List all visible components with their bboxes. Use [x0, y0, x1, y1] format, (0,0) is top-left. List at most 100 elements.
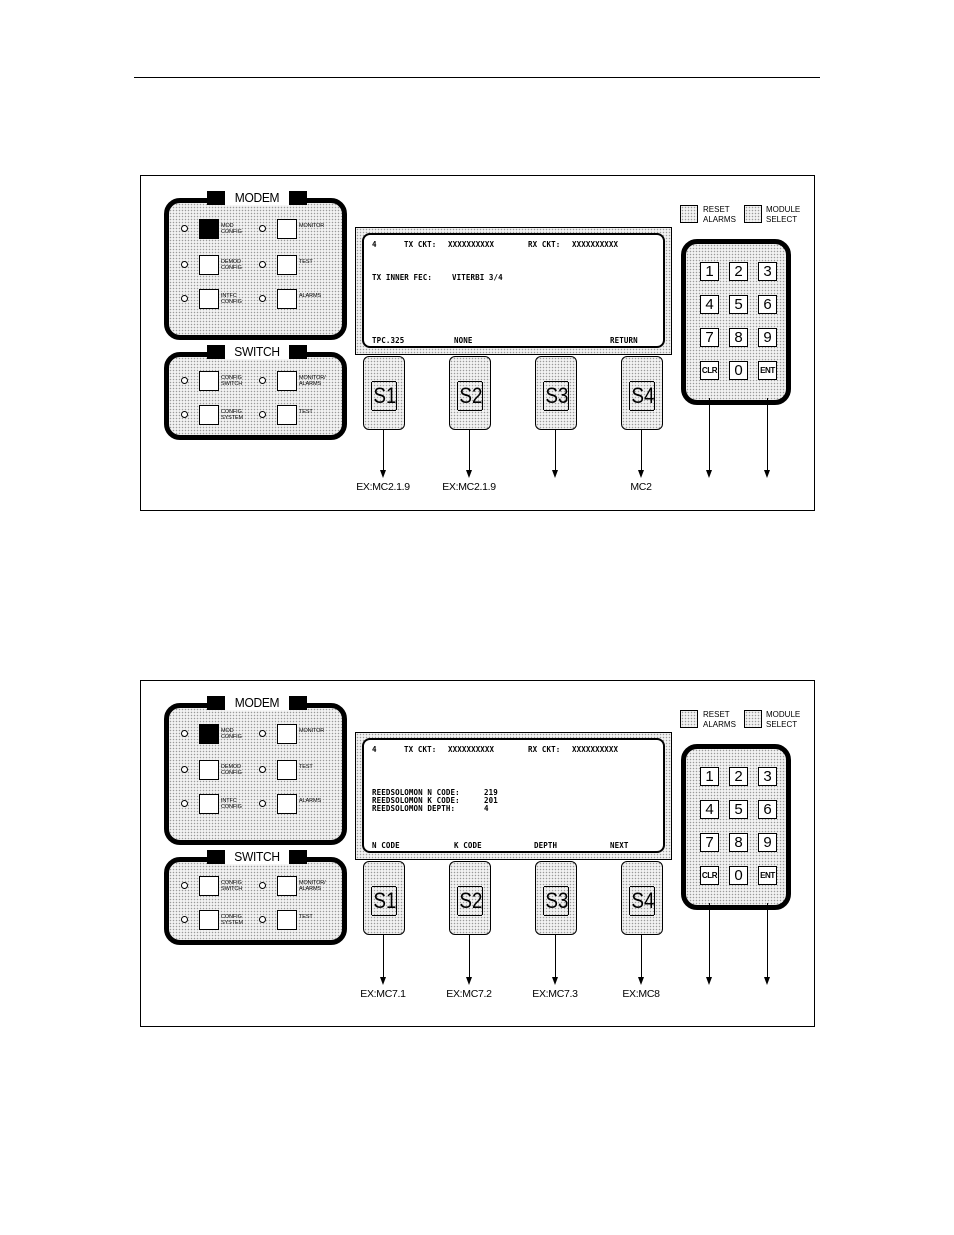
softkey-s3[interactable]: S3 — [535, 356, 577, 430]
keypad-key-0[interactable]: 0 — [729, 866, 748, 885]
config-switch-button[interactable] — [199, 876, 219, 896]
arrow-line — [641, 935, 642, 979]
modem-title: MODEM — [225, 695, 289, 711]
intfc-config-led — [181, 295, 188, 302]
keypad-key-ent[interactable]: ENT — [758, 866, 777, 885]
switch-test-button[interactable] — [277, 910, 297, 930]
config-system-button[interactable] — [199, 910, 219, 930]
keypad-key-0[interactable]: 0 — [729, 361, 748, 380]
softkey-s3-label: S3 — [545, 383, 569, 408]
softkey-s1[interactable]: S1 — [363, 356, 405, 430]
softkey-bracket — [543, 886, 569, 916]
reset-alarms-button[interactable] — [680, 205, 698, 223]
softkey-s2[interactable]: S2 — [449, 861, 491, 935]
intfc-config-button[interactable] — [199, 289, 219, 309]
keypad-key-6[interactable]: 6 — [758, 295, 777, 314]
keypad-key-4[interactable]: 4 — [700, 800, 719, 819]
softkey-s2-label: S2 — [459, 383, 483, 408]
test-led — [259, 261, 266, 268]
keypad-key-2[interactable]: 2 — [729, 767, 748, 786]
monitor-button[interactable] — [277, 724, 297, 744]
config-system-label: CONFIG SYSTEM — [221, 914, 244, 926]
lcd-tx-value: XXXXXXXXXX — [448, 745, 495, 754]
intfc-config-label: INTFC CONFIG — [221, 293, 242, 305]
softkey-s2[interactable]: S2 — [449, 356, 491, 430]
switch-title: SWITCH — [225, 849, 289, 865]
demod-config-button[interactable] — [199, 255, 219, 275]
softkey-bracket — [371, 381, 397, 411]
modem-title: MODEM — [225, 190, 289, 206]
keypad-key-clr[interactable]: CLR — [700, 866, 719, 885]
keypad-key-6[interactable]: 6 — [758, 800, 777, 819]
keypad-arrow-head — [706, 977, 712, 985]
softkey-s4[interactable]: S4 — [621, 861, 663, 935]
arrow-head — [638, 977, 644, 985]
keypad-key-1[interactable]: 1 — [700, 262, 719, 281]
mod-config-led — [181, 730, 188, 737]
test-button[interactable] — [277, 760, 297, 780]
reset-alarms-label: RESET ALARMS — [703, 710, 736, 729]
switch-test-button[interactable] — [277, 405, 297, 425]
lcd-rx-label: RX CKT: — [528, 240, 561, 249]
keypad-key-9[interactable]: 9 — [758, 833, 777, 852]
monitor-alarms-button[interactable] — [277, 876, 297, 896]
lcd-softkey-label-2: NONE — [454, 336, 473, 345]
lcd-softkey-label-4: RETURN — [610, 336, 638, 345]
module-select-label: MODULE SELECT — [766, 710, 801, 729]
softkey-s3[interactable]: S3 — [535, 861, 577, 935]
module-select-button[interactable] — [744, 710, 762, 728]
demod-config-button[interactable] — [199, 760, 219, 780]
demod-config-label: DEMOD CONFIG — [221, 259, 242, 271]
softkey-s4[interactable]: S4 — [621, 356, 663, 430]
test-button[interactable] — [277, 255, 297, 275]
keypad-key-2[interactable]: 2 — [729, 262, 748, 281]
keypad-key-7[interactable]: 7 — [700, 328, 719, 347]
intfc-config-button[interactable] — [199, 794, 219, 814]
keypad-arrow-head — [764, 470, 770, 478]
mod-config-button[interactable] — [199, 724, 219, 744]
keypad-key-5[interactable]: 5 — [729, 800, 748, 819]
keypad-arrow-line — [767, 903, 768, 979]
arrow-head — [466, 470, 472, 478]
monitor-alarms-button[interactable] — [277, 371, 297, 391]
keypad-key-9[interactable]: 9 — [758, 328, 777, 347]
keypad-key-4[interactable]: 4 — [700, 295, 719, 314]
lcd-screen-number: 4 — [372, 240, 377, 249]
demod-config-led — [181, 766, 188, 773]
destination-label: EX:MC8 — [622, 988, 660, 1000]
keypad-arrow-head — [764, 977, 770, 985]
arrow-head — [638, 470, 644, 478]
monitor-button[interactable] — [277, 219, 297, 239]
lcd-screen-number: 4 — [372, 745, 377, 754]
lcd-field-label: REEDSOLOMON N CODE: — [372, 788, 460, 797]
alarms-button[interactable] — [277, 289, 297, 309]
softkey-s4-label: S4 — [631, 888, 655, 913]
config-switch-button[interactable] — [199, 371, 219, 391]
keypad-key-3[interactable]: 3 — [758, 262, 777, 281]
keypad-key-8[interactable]: 8 — [729, 833, 748, 852]
softkey-s1-label: S1 — [373, 383, 397, 408]
alarms-button[interactable] — [277, 794, 297, 814]
keypad-key-8[interactable]: 8 — [729, 328, 748, 347]
mod-config-button[interactable] — [199, 219, 219, 239]
keypad-key-ent[interactable]: ENT — [758, 361, 777, 380]
destination-label: EX:MC7.2 — [446, 988, 492, 1000]
arrow-line — [555, 935, 556, 979]
keypad-key-1[interactable]: 1 — [700, 767, 719, 786]
module-select-button[interactable] — [744, 205, 762, 223]
reset-alarms-button[interactable] — [680, 710, 698, 728]
modem-title-bar: MODEM — [207, 695, 307, 711]
config-system-button[interactable] — [199, 405, 219, 425]
keypad-key-5[interactable]: 5 — [729, 295, 748, 314]
keypad-key-7[interactable]: 7 — [700, 833, 719, 852]
keypad-key-3[interactable]: 3 — [758, 767, 777, 786]
lcd-softkey-label-1: N CODE — [372, 841, 400, 850]
keypad-key-clr[interactable]: CLR — [700, 361, 719, 380]
mod-config-label: MOD CONFIG — [221, 728, 242, 740]
softkey-s1[interactable]: S1 — [363, 861, 405, 935]
arrow-line — [383, 430, 384, 472]
